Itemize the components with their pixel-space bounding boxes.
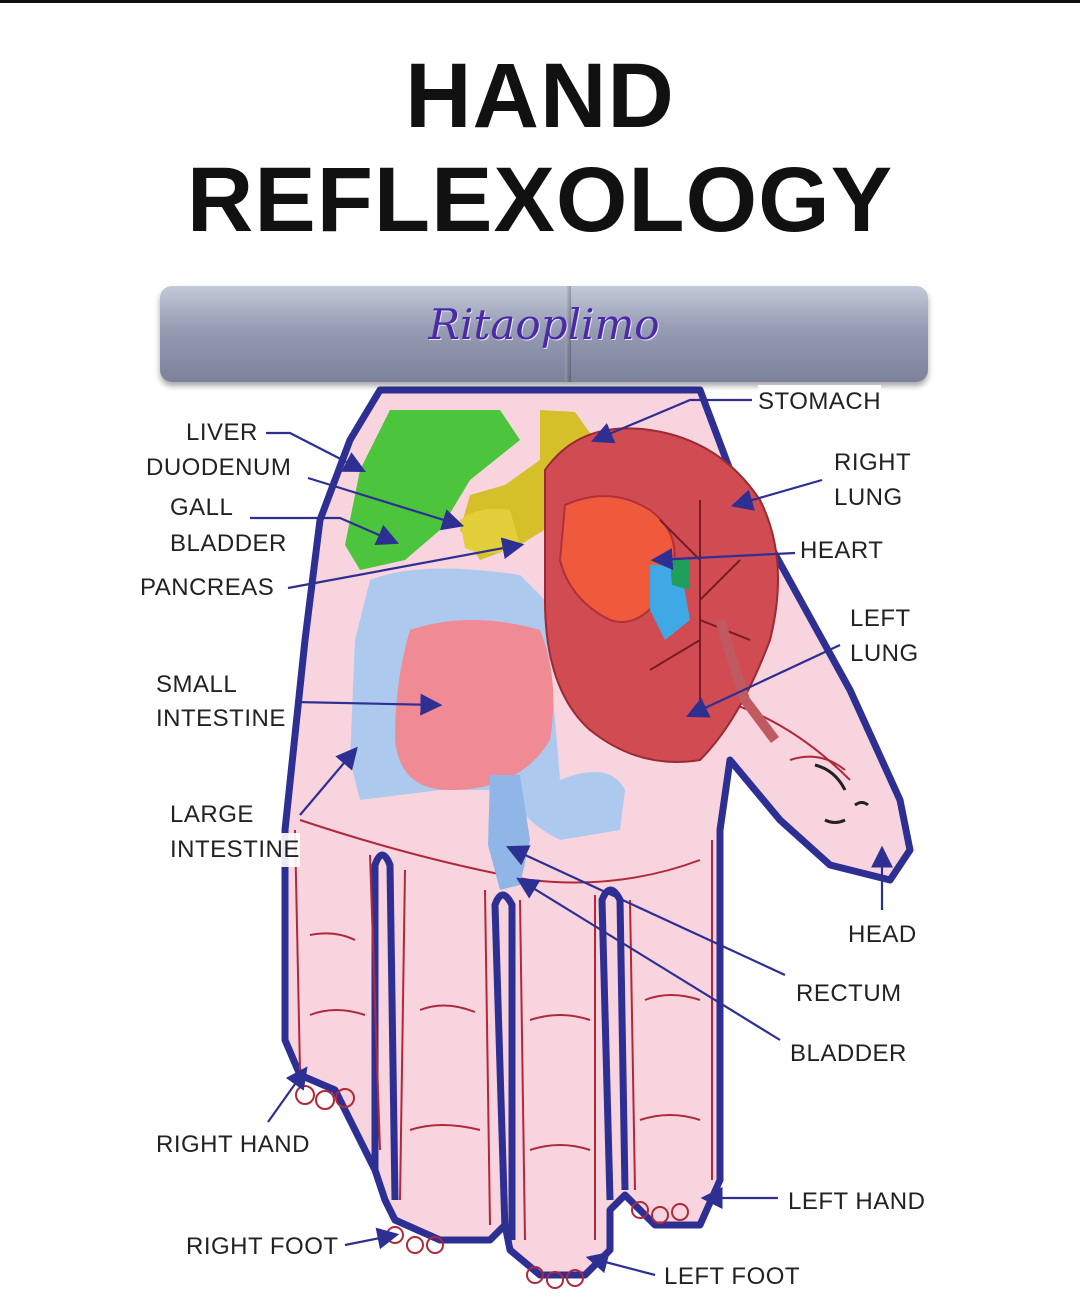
label-right: RIGHT — [834, 446, 912, 480]
label-rectum: RECTUM — [796, 977, 902, 1011]
finger-crease-2 — [399, 869, 491, 1226]
label-left-hand: LEFT HAND — [788, 1185, 926, 1219]
label-left-lung: LUNG — [850, 637, 919, 671]
bronchi — [649, 500, 751, 700]
leader-small-intestine — [294, 693, 443, 716]
title-line-2: REFLEXOLOGY — [186, 149, 894, 251]
label-pancreas: PANCREAS — [140, 571, 275, 605]
label-head: HEAD — [848, 918, 917, 952]
head-face — [814, 763, 869, 824]
label-gall-bladder: BLADDER — [170, 527, 287, 561]
leader-lines — [250, 398, 893, 1277]
leader-liver — [266, 431, 366, 473]
label-left-foot: LEFT FOOT — [664, 1260, 801, 1294]
leader-gall-bladder — [250, 516, 400, 546]
top-rule — [0, 0, 1080, 3]
label-stomach: STOMACH — [758, 385, 882, 419]
label-large: LARGE — [170, 798, 254, 832]
leader-duodenum — [307, 476, 465, 531]
finger-crease-3 — [519, 895, 596, 1241]
label-left: LEFT — [850, 602, 911, 636]
banner-seam — [565, 286, 571, 382]
label-liver: LIVER — [186, 416, 258, 450]
leader-left-lung — [686, 644, 841, 718]
label-right-hand: RIGHT HAND — [156, 1128, 310, 1162]
label-duodenum: DUODENUM — [146, 451, 292, 485]
leader-pancreas — [287, 537, 525, 590]
small-intestine-shape — [395, 620, 554, 790]
toe-bumps — [295, 1085, 689, 1289]
leader-rectum — [506, 845, 786, 976]
label-small-intestine: INTESTINE — [156, 702, 286, 736]
leader-right-hand — [267, 1066, 308, 1123]
label-heart: HEART — [800, 534, 884, 568]
finger-gap-1 — [371, 851, 399, 1201]
watermark-banner: Ritaoplimo — [160, 286, 928, 382]
label-large-intestine: INTESTINE — [170, 833, 300, 867]
leader-right-lung — [730, 478, 823, 511]
label-small: SMALL — [156, 668, 238, 702]
organs — [345, 410, 869, 890]
title-line-1: HAND — [405, 45, 675, 147]
label-right-lung: LUNG — [834, 481, 903, 515]
knuckle-lines — [309, 755, 846, 1151]
leader-bladder — [516, 877, 781, 1041]
leader-right-foot — [344, 1227, 400, 1250]
trachea — [715, 618, 779, 743]
leader-stomach — [590, 398, 752, 444]
label-bladder: BLADDER — [790, 1037, 907, 1071]
finger-crease-1 — [294, 829, 381, 1151]
finger-gap-2 — [491, 891, 516, 1240]
heart-aorta — [670, 560, 690, 590]
label-gall: GALL — [170, 491, 234, 525]
label-right-foot: RIGHT FOOT — [186, 1230, 339, 1264]
leader-large-intestine — [299, 746, 358, 816]
leader-left-foot — [585, 1251, 656, 1277]
leader-heart — [650, 548, 796, 571]
watermark-signature: Ritaoplimo — [428, 300, 660, 349]
